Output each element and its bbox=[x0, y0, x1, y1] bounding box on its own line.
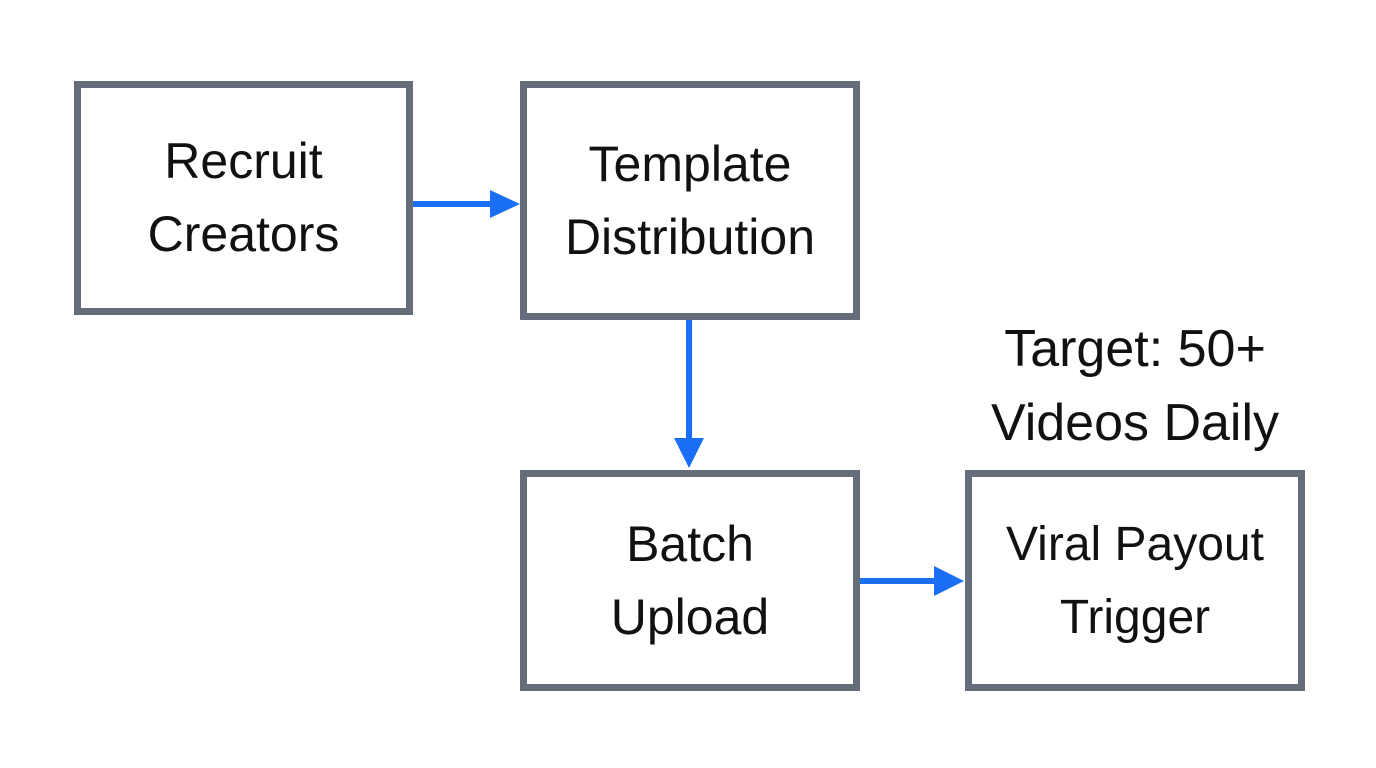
recruit-creators-box: Recruit Creators bbox=[74, 81, 413, 315]
arrow-batch-to-viral bbox=[860, 566, 964, 596]
arrow-recruit-to-template bbox=[413, 190, 520, 218]
batch-upload-label: Batch Upload bbox=[610, 515, 770, 645]
template-distribution-label: Template Distribution bbox=[564, 135, 816, 265]
template-distribution-box: Template Distribution bbox=[520, 81, 860, 320]
recruit-creators-label: Recruit Creators bbox=[147, 133, 340, 262]
viral-payout-trigger-label: Viral Payout Trigger bbox=[1006, 517, 1264, 644]
viral-payout-trigger-box: Viral Payout Trigger bbox=[965, 470, 1305, 691]
target-annotation: Target: 50+ Videos Daily bbox=[990, 320, 1280, 452]
arrow-template-to-batch bbox=[674, 320, 704, 468]
batch-upload-box: Batch Upload bbox=[520, 470, 860, 691]
